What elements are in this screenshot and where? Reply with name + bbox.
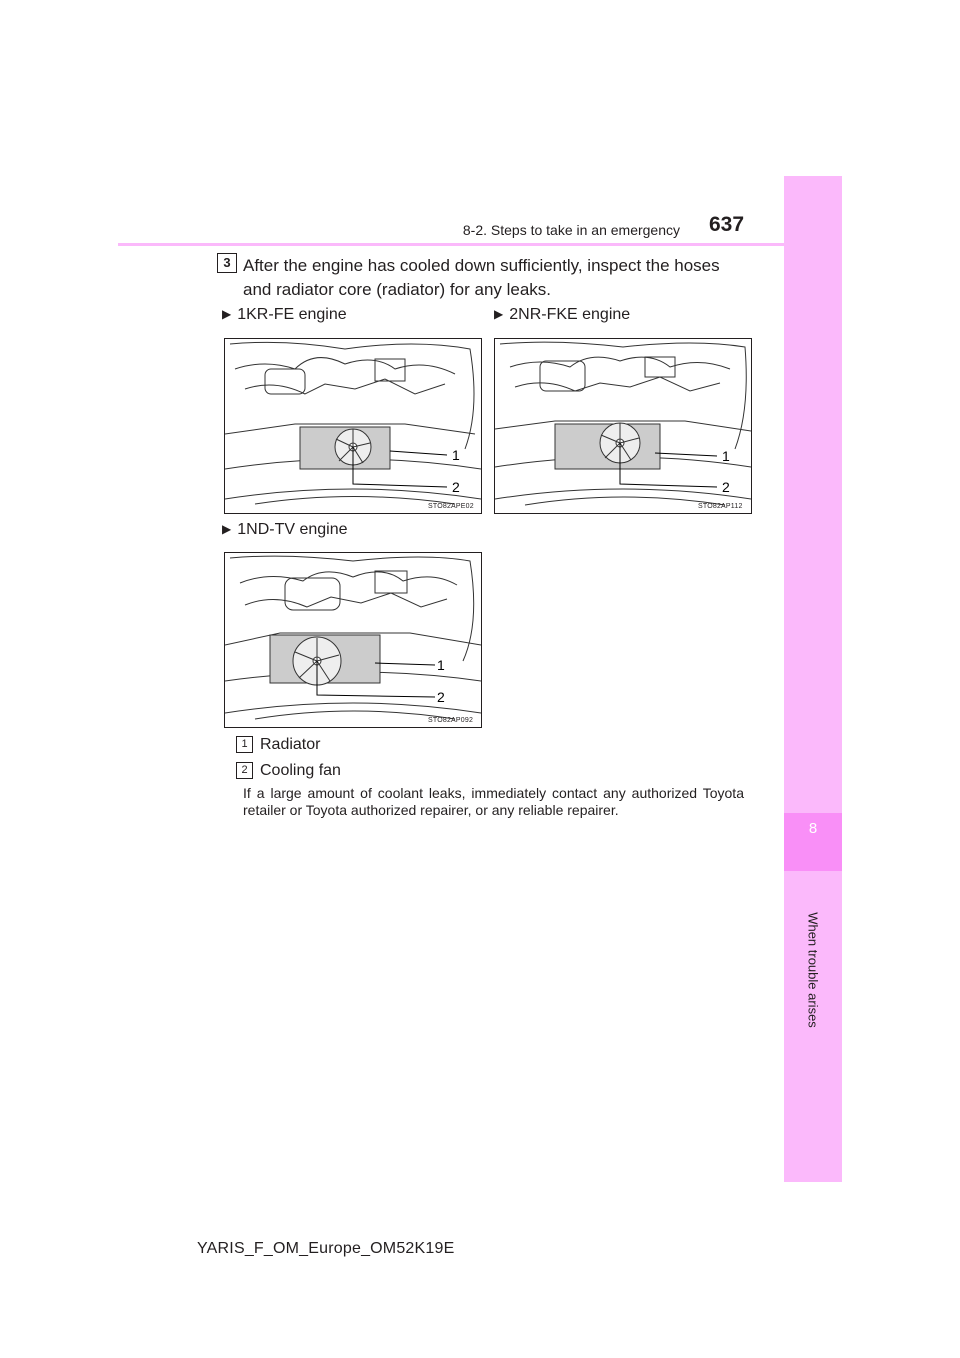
chapter-number-tab bbox=[784, 813, 842, 871]
triangle-bullet-icon: ▶ bbox=[222, 522, 232, 536]
engine-bay-illustration-1nd-tv: 1 2 bbox=[224, 552, 482, 728]
triangle-bullet-icon: ▶ bbox=[222, 307, 232, 321]
page-number: 637 bbox=[709, 213, 745, 236]
illustration-code: STO82APE02 bbox=[428, 503, 474, 510]
step-text: After the engine has cooled down suffici… bbox=[243, 256, 720, 299]
chapter-side-tab bbox=[784, 176, 842, 1182]
document-footer: YARIS_F_OM_Europe_OM52K19E bbox=[197, 1240, 455, 1257]
engine-bay-drawing: 1 2 bbox=[225, 555, 481, 720]
engine-label-2nr-fke: ▶2NR-FKE engine bbox=[494, 306, 631, 323]
callout-1: 1 bbox=[437, 657, 445, 673]
illustration-code: STO82AP092 bbox=[428, 717, 474, 724]
triangle-bullet-icon: ▶ bbox=[494, 307, 504, 321]
callout-2: 2 bbox=[452, 479, 460, 495]
chapter-title: When trouble arises bbox=[805, 912, 821, 1028]
engine-bay-illustration-2nr-fke: 1 2 bbox=[494, 338, 752, 514]
step-number-badge: 3 bbox=[217, 253, 237, 273]
callout-1: 1 bbox=[722, 448, 730, 464]
engine-bay-drawing: 1 2 bbox=[495, 341, 751, 506]
engine-bay-drawing: 1 2 bbox=[225, 341, 481, 505]
engine-label-1nd-tv: ▶1ND-TV engine bbox=[222, 521, 348, 538]
engine-label-1kr-fe: ▶1KR-FE engine bbox=[222, 306, 347, 323]
chapter-number: 8 bbox=[808, 820, 818, 837]
legend-text-cooling-fan: Cooling fan bbox=[260, 762, 341, 779]
legend-number-badge: 2 bbox=[236, 762, 253, 779]
section-title: 8-2. Steps to take in an emergency bbox=[462, 222, 680, 238]
engine-bay-illustration-1kr-fe: 1 2 bbox=[224, 338, 482, 514]
legend-text-radiator: Radiator bbox=[260, 736, 321, 753]
callout-2: 2 bbox=[437, 689, 445, 705]
note-text: If a large amount of coolant leaks, imme… bbox=[243, 785, 744, 818]
callout-2: 2 bbox=[722, 479, 730, 495]
callout-1: 1 bbox=[452, 447, 460, 463]
header-rule bbox=[118, 243, 842, 246]
illustration-code: STO82AP112 bbox=[698, 503, 743, 510]
legend-number-badge: 1 bbox=[236, 736, 253, 753]
